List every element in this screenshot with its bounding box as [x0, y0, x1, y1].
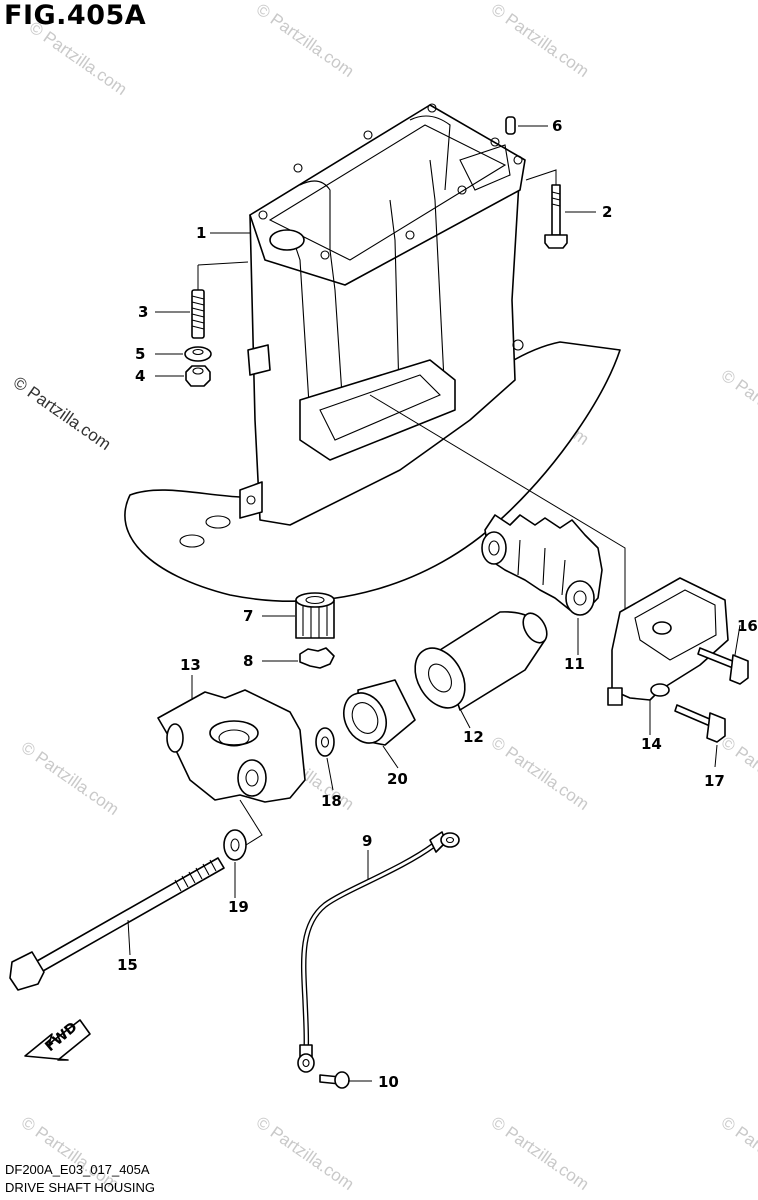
- bushing: [343, 679, 416, 746]
- callout-9: 9: [362, 832, 372, 850]
- callout-1: 1: [196, 224, 206, 242]
- watermark: © Partzilla.com: [253, 1113, 358, 1194]
- washer-18: [315, 727, 335, 757]
- diagram-code: DF200A_E03_017_405A: [5, 1162, 150, 1177]
- callout-2: 2: [602, 203, 612, 221]
- callout-3: 3: [138, 303, 148, 321]
- watermark: © Partzilla.com: [18, 738, 123, 819]
- washer: [184, 346, 212, 362]
- figure-title: FIG.405A: [4, 0, 147, 31]
- callout-4: 4: [135, 367, 145, 385]
- watermark: © Partzilla.com: [718, 366, 758, 447]
- fwd-arrow: FWD: [24, 1019, 91, 1061]
- mount-bracket: [157, 689, 306, 803]
- callout-labels: 1 2 3 4 5 6 7 8 9 10 11 12 13 14 15 16 1…: [117, 117, 758, 1091]
- callout-17: 17: [704, 772, 725, 790]
- diagram-caption: DRIVE SHAFT HOUSING: [5, 1180, 156, 1195]
- washer-19: [223, 829, 247, 861]
- leader-lines-lower: [127, 615, 741, 1082]
- callout-20: 20: [387, 770, 408, 788]
- callout-7: 7: [243, 607, 253, 625]
- cap-nut: [295, 592, 335, 639]
- watermark: © Partzilla.com: [718, 1113, 758, 1194]
- ground-cable: [297, 831, 460, 1073]
- drive-shaft-housing: [124, 103, 621, 602]
- callout-13: 13: [180, 656, 201, 674]
- callout-8: 8: [243, 652, 253, 670]
- long-bolt: [9, 857, 225, 991]
- callout-10: 10: [378, 1073, 399, 1091]
- leader-lines-upper: [155, 125, 626, 620]
- rubber-mount: [481, 514, 603, 616]
- callout-18: 18: [321, 792, 342, 810]
- flange-bolt: [544, 184, 568, 249]
- callout-6: 6: [552, 117, 562, 135]
- nut: [185, 365, 211, 387]
- watermark: © Partzilla.com: [253, 0, 358, 81]
- watermark: © Partzilla.com: [488, 0, 593, 81]
- dowel-pin: [505, 116, 516, 135]
- callout-12: 12: [463, 728, 484, 746]
- callout-16: 16: [737, 617, 758, 635]
- watermark: © Partzilla.com: [488, 733, 593, 814]
- watermark-dark: © Partzilla.com: [10, 373, 115, 454]
- gasket: [299, 647, 335, 669]
- stud-bolt: [191, 289, 205, 339]
- bolt-16: [697, 647, 749, 685]
- screw: [319, 1071, 350, 1089]
- callout-5: 5: [135, 345, 145, 363]
- mount: [414, 611, 548, 711]
- bolt-17: [674, 704, 726, 743]
- mount-cover: [607, 577, 729, 706]
- callout-19: 19: [228, 898, 249, 916]
- callout-15: 15: [117, 956, 138, 974]
- callout-14: 14: [641, 735, 662, 753]
- watermark: © Partzilla.com: [488, 1113, 593, 1194]
- callout-11: 11: [564, 655, 585, 673]
